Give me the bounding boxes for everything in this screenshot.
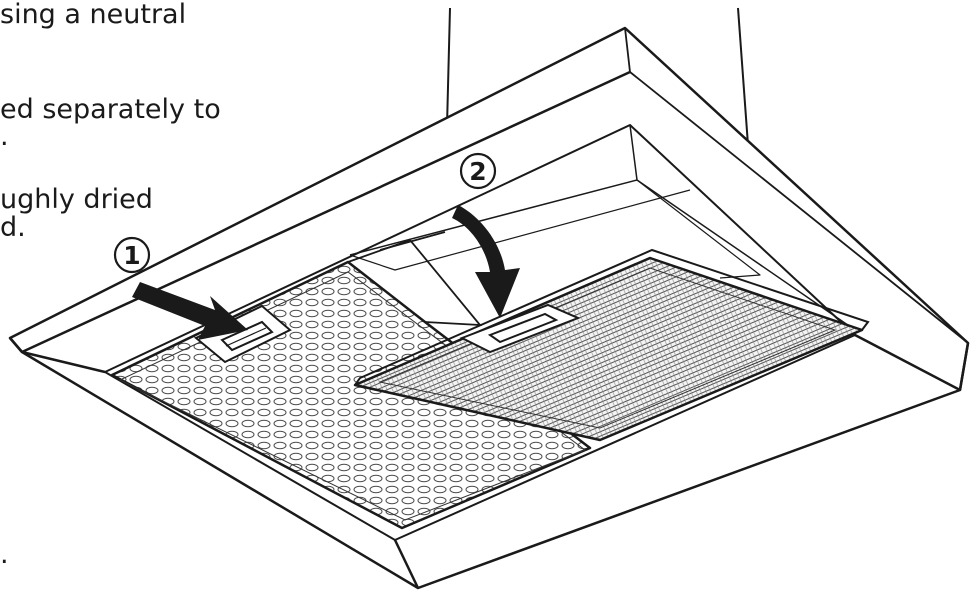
callout-label-1: 1 <box>123 241 140 270</box>
instruction-text-line-1: sing a neutral <box>0 0 187 30</box>
right-grease-filter <box>353 248 870 442</box>
left-filter-handle <box>194 304 292 364</box>
right-filter-handle <box>459 303 581 354</box>
callout-arrow-1 <box>132 282 248 340</box>
callout-arrow-2 <box>452 205 520 318</box>
center-divider <box>347 231 482 327</box>
instruction-text-line-2: ed separately to <box>0 94 221 125</box>
instruction-text-line-6: . <box>0 539 9 570</box>
callout-badge-2: 2 <box>459 152 497 190</box>
instruction-text-line-3: . <box>0 121 9 152</box>
instruction-text-line-4: ughly dried <box>0 184 153 215</box>
callout-label-2: 2 <box>469 157 486 186</box>
instruction-text-line-5: d. <box>0 212 26 243</box>
callout-badge-1: 1 <box>113 236 151 274</box>
